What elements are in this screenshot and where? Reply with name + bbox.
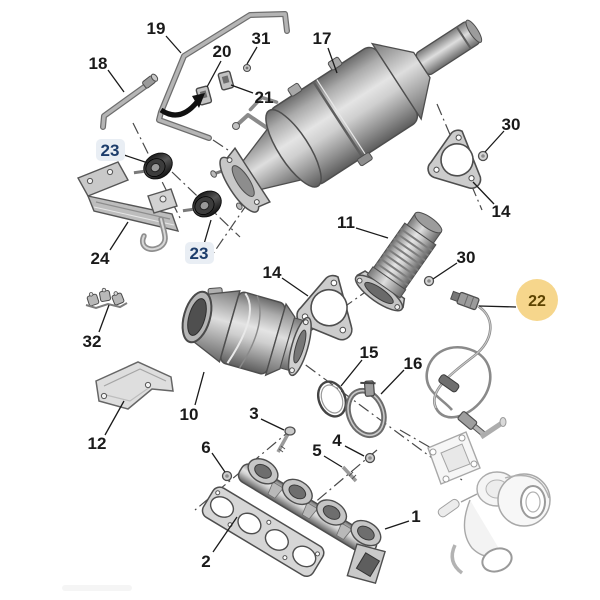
nut-6 — [221, 470, 233, 482]
faint-cropped-artifact — [62, 585, 132, 591]
exhaust-manifold-1 — [237, 458, 386, 585]
rubber-mount-23-lower — [182, 190, 222, 218]
part-label-24[interactable]: 24 — [91, 249, 110, 268]
part-label-6[interactable]: 6 — [201, 438, 210, 457]
part-label-19[interactable]: 19 — [147, 19, 166, 38]
flex-pipe-11 — [354, 211, 443, 312]
part-label-10[interactable]: 10 — [180, 405, 199, 424]
part-label-3[interactable]: 3 — [249, 404, 258, 423]
dpf-silencer-17 — [210, 19, 483, 213]
heat-shield-12 — [95, 361, 174, 410]
part-label-20[interactable]: 20 — [213, 42, 232, 61]
pipe-union-fitting — [142, 73, 159, 89]
catalytic-converter-10 — [181, 287, 312, 377]
leader-lines — [98, 35, 517, 553]
v-band-clamp-16 — [345, 380, 387, 439]
part-label-23-upper[interactable]: 23 — [96, 139, 125, 161]
part-label-16[interactable]: 16 — [404, 354, 423, 373]
part-label-31[interactable]: 31 — [252, 29, 271, 48]
clip-set-32 — [85, 287, 128, 310]
temperature-sensor-22 — [425, 290, 492, 438]
part-label-32[interactable]: 32 — [83, 332, 102, 351]
stud-5 — [341, 465, 358, 483]
callout-labels: 19 18 20 31 21 17 23 24 23 11 30 14 14 3… — [83, 19, 558, 571]
gasket-14-right — [427, 129, 482, 190]
turbocharger-reference — [427, 417, 551, 575]
nut-30-middle — [423, 275, 435, 287]
part-label-15[interactable]: 15 — [360, 343, 379, 362]
part-label-23-lower[interactable]: 23 — [185, 242, 214, 264]
part-label-1[interactable]: 1 — [411, 507, 420, 526]
part-label-5[interactable]: 5 — [312, 441, 321, 460]
pressure-pipe-18 — [100, 73, 159, 130]
part-label-30-middle[interactable]: 30 — [457, 248, 476, 267]
part-label-18[interactable]: 18 — [89, 54, 108, 73]
screw-31 — [243, 64, 251, 72]
svg-text:23: 23 — [190, 244, 209, 263]
mounting-direction-arrow — [159, 93, 205, 118]
part-label-21[interactable]: 21 — [255, 88, 274, 107]
pipe-clip-21 — [217, 70, 235, 91]
svg-text:23: 23 — [101, 141, 120, 160]
part-label-12[interactable]: 12 — [88, 434, 107, 453]
nut-4 — [364, 452, 376, 464]
part-label-14-middle[interactable]: 14 — [263, 263, 282, 282]
svg-text:22: 22 — [528, 293, 546, 310]
part-label-30-right[interactable]: 30 — [502, 115, 521, 134]
part-label-17[interactable]: 17 — [313, 29, 332, 48]
nut-30-right — [477, 150, 489, 162]
bolt-3 — [276, 426, 296, 453]
part-label-2[interactable]: 2 — [201, 552, 210, 571]
pressure-pipe-19 — [156, 11, 290, 141]
part-label-14-right[interactable]: 14 — [492, 202, 511, 221]
seal-ring-15 — [316, 380, 348, 418]
rubber-mount-23-upper — [133, 152, 173, 180]
part-label-11[interactable]: 11 — [337, 213, 355, 232]
manifold-gasket-2 — [201, 486, 325, 578]
hanger-bracket-24 — [77, 161, 180, 252]
part-label-4[interactable]: 4 — [332, 431, 342, 450]
part-label-22-highlighted[interactable]: 22 — [516, 279, 558, 321]
